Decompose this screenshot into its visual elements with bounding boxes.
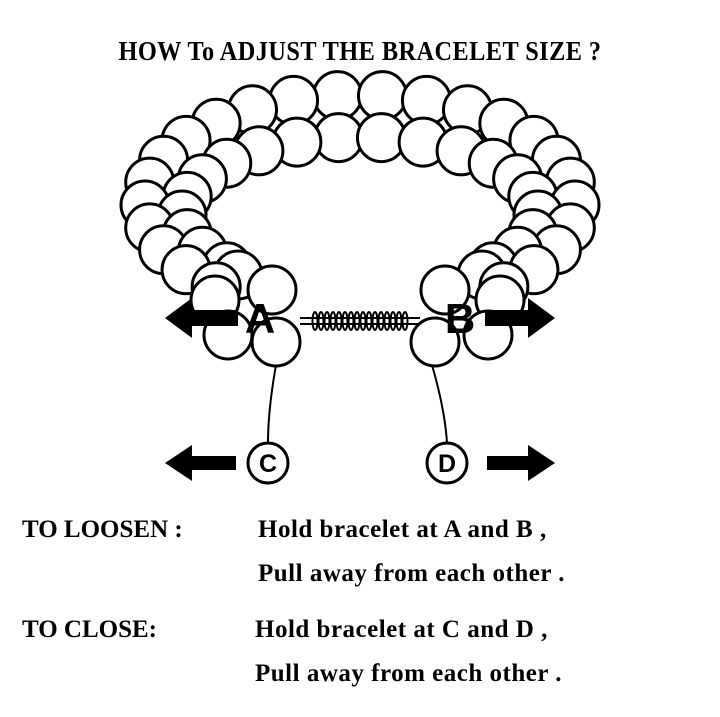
knot-coil [401,311,409,331]
close-label: TO CLOSE: [22,616,157,643]
arrow-right-icon [487,445,555,481]
string-d [431,364,448,444]
knot-coil [383,311,391,331]
knot [300,311,420,331]
bead [246,264,298,316]
label-b: B [445,295,475,342]
loosen-line2: Pull away from each other . [258,560,565,587]
knot-coil [395,311,403,331]
knot-coil [317,311,325,331]
knot-coil [371,311,379,331]
knot-coil [323,311,331,331]
knot-coil [335,311,343,331]
loosen-line1: Hold bracelet at A and B , [258,516,547,543]
knot-coil [365,311,373,331]
arrow-left-icon [165,298,238,338]
label-a: A [245,295,275,342]
knot-coil [311,311,319,331]
knot-coil [329,311,337,331]
loosen-label: TO LOOSEN : [22,516,183,543]
bead [419,264,471,316]
circle-c [246,441,290,485]
knot-coil [341,311,349,331]
string-c [267,364,277,444]
label-d: D [438,450,456,478]
knot-coil [377,311,385,331]
label-c: C [259,450,277,478]
knot-coil [347,311,355,331]
circle-d [425,441,469,485]
page-title: HOW To ADJUST THE BRACELET SIZE ? [118,36,602,66]
knot-coil [389,311,397,331]
arrow-right-icon [485,298,555,338]
arrow-left-icon [165,445,236,481]
bead [409,316,461,368]
close-line1: Hold bracelet at C and D , [255,616,548,643]
knot-coil [359,311,367,331]
close-line2: Pull away from each other . [255,660,562,687]
knot-coil [353,311,361,331]
